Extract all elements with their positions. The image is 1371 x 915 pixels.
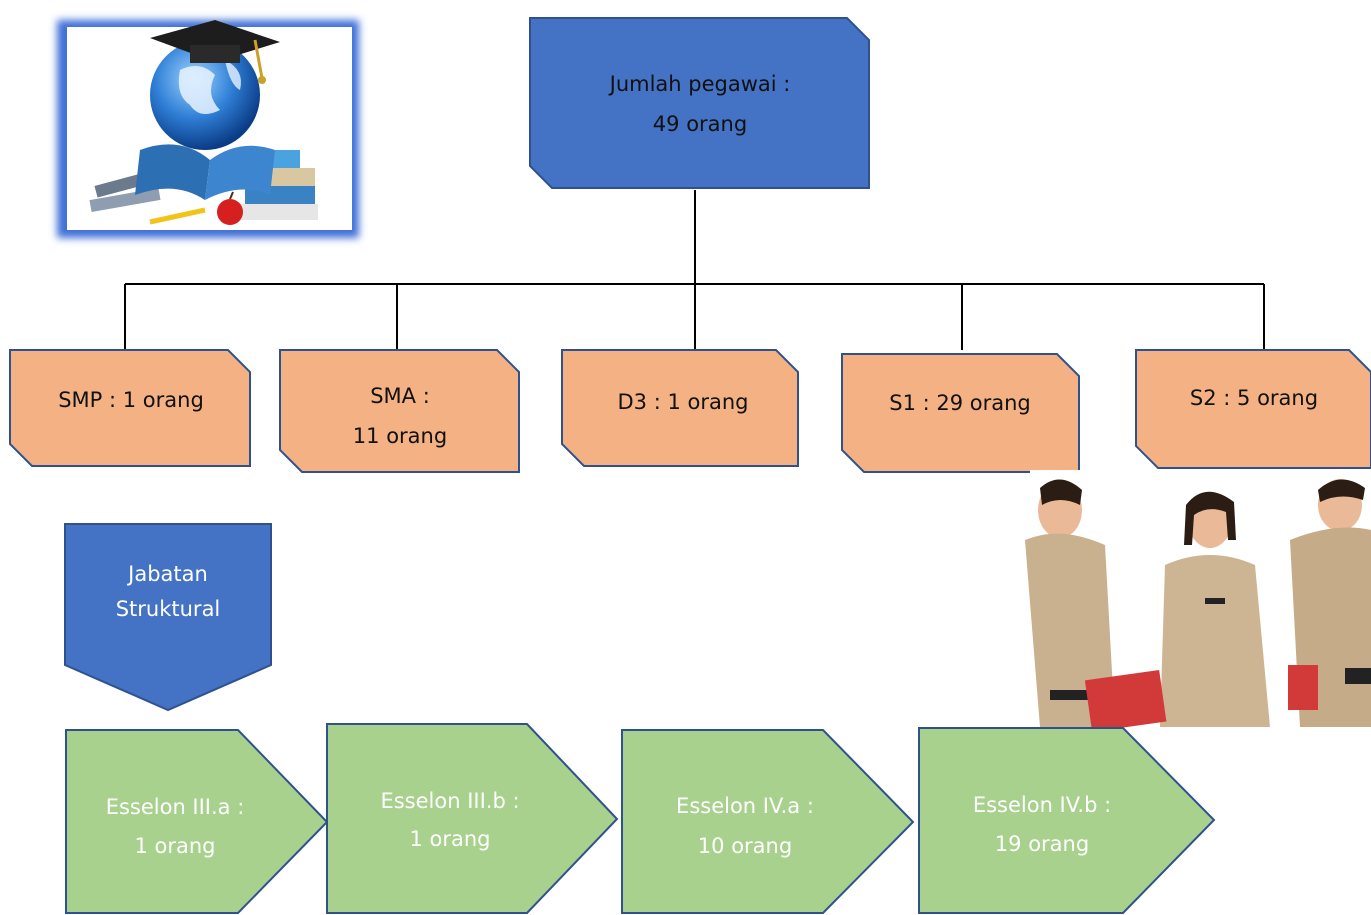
echelon-ivb-label: Esselon IV.b : (973, 793, 1111, 817)
echelon-iva-label: Esselon IV.a : (676, 794, 814, 818)
education-box-sma: SMA : 11 orang (279, 349, 520, 473)
structural-label-line2: Struktural (116, 597, 221, 621)
employees-clipart (1025, 470, 1371, 732)
education-smp-label: SMP : 1 orang (58, 388, 204, 412)
structural-label-line1: Jabatan (126, 562, 208, 586)
total-employees-count: 49 orang (653, 112, 747, 136)
echelon-box-iva: Esselon IV.a : 10 orang (621, 729, 915, 914)
education-box-s2: S2 : 5 orang (1135, 349, 1371, 469)
education-d3-label: D3 : 1 orang (618, 390, 749, 414)
education-box-s1: S1 : 29 orang (841, 353, 1080, 473)
echelon-iiib-count: 1 orang (409, 827, 490, 851)
structural-position-box: Jabatan Struktural (64, 523, 272, 712)
education-s2-label: S2 : 5 orang (1190, 386, 1318, 410)
echelon-iiia-label: Esselon III.a : (106, 795, 245, 819)
total-employees-label: Jumlah pegawai : (608, 72, 791, 96)
echelon-iiia-count: 1 orang (134, 834, 215, 858)
echelon-box-iiib: Esselon III.b : 1 orang (326, 723, 619, 914)
tree-connectors (124, 190, 1265, 350)
total-employees-box: Jumlah pegawai : 49 orang (529, 17, 870, 189)
education-sma-label: SMA : (370, 384, 430, 408)
education-clipart (57, 20, 359, 238)
echelon-iiib-label: Esselon III.b : (380, 789, 519, 813)
education-box-d3: D3 : 1 orang (561, 349, 799, 467)
echelon-box-ivb: Esselon IV.b : 19 orang (918, 727, 1216, 914)
education-s1-label: S1 : 29 orang (889, 391, 1031, 415)
echelon-iva-count: 10 orang (698, 834, 792, 858)
echelon-ivb-count: 19 orang (995, 832, 1089, 856)
education-sma-count: 11 orang (353, 424, 447, 448)
echelon-box-iiia: Esselon III.a : 1 orang (65, 729, 329, 914)
education-box-smp: SMP : 1 orang (9, 349, 251, 467)
